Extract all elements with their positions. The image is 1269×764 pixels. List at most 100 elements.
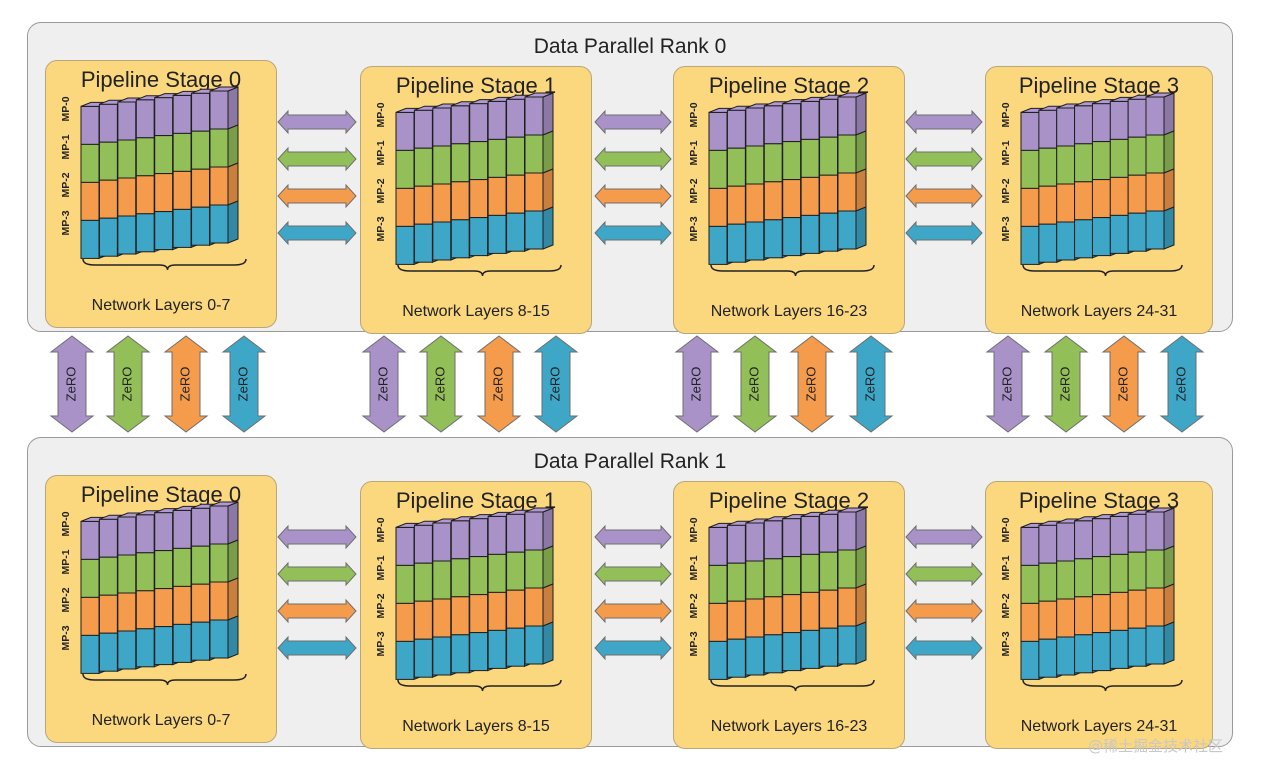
zero-label: ZeRO bbox=[862, 367, 877, 402]
layer-slab-side bbox=[1163, 621, 1175, 665]
zero-label: ZeRO bbox=[746, 367, 761, 402]
pipeline-transfer-arrow bbox=[277, 561, 357, 587]
layer-slab-top bbox=[1145, 507, 1175, 513]
layer-slab-top bbox=[837, 92, 867, 98]
zero-arrow bbox=[732, 335, 778, 433]
layer-stack bbox=[395, 92, 562, 277]
zero-label: ZeRO bbox=[803, 367, 818, 402]
layer-bracket bbox=[397, 679, 562, 692]
layer-stack bbox=[708, 92, 875, 277]
pipeline-transfer-arrow bbox=[277, 109, 357, 135]
layer-stack bbox=[708, 507, 875, 692]
stage-title: Pipeline Stage 0 bbox=[80, 67, 242, 92]
stage-title: Pipeline Stage 0 bbox=[80, 482, 242, 507]
pipeline-transfer-arrow bbox=[905, 109, 983, 135]
zero-label: ZeRO bbox=[432, 367, 447, 402]
layer-stack bbox=[395, 507, 562, 692]
network-layers-label: Network Layers 8-15 bbox=[402, 303, 550, 320]
network-layers-label: Network Layers 8-15 bbox=[402, 718, 550, 735]
pipeline-transfer-arrow bbox=[905, 561, 983, 587]
pipeline-transfer-arrow bbox=[594, 146, 672, 172]
layer-bracket bbox=[710, 264, 875, 277]
layer-bracket bbox=[82, 673, 247, 686]
stage-title: Pipeline Stage 3 bbox=[1018, 488, 1180, 513]
layer-slab-side bbox=[227, 200, 239, 244]
zero-arrow bbox=[1159, 335, 1205, 433]
zero-arrow bbox=[476, 335, 522, 433]
zero-arrow bbox=[789, 335, 835, 433]
layer-slab-side bbox=[542, 621, 554, 665]
stage-title: Pipeline Stage 2 bbox=[708, 73, 870, 98]
zero-label: ZeRO bbox=[688, 367, 703, 402]
zero-arrow bbox=[1101, 335, 1147, 433]
zero-arrow bbox=[985, 335, 1031, 433]
pipeline-transfer-arrow bbox=[277, 635, 357, 661]
zero-arrow bbox=[533, 335, 579, 433]
zero-label: ZeRO bbox=[1057, 367, 1072, 402]
pipeline-transfer-arrow bbox=[594, 524, 672, 550]
network-layers-label: Network Layers 16-23 bbox=[710, 718, 868, 735]
pipeline-transfer-arrow bbox=[905, 598, 983, 624]
network-layers-label: Network Layers 16-23 bbox=[710, 303, 868, 320]
zero-label: ZeRO bbox=[490, 367, 505, 402]
zero-arrow bbox=[163, 335, 209, 433]
network-layers-label: Network Layers 0-7 bbox=[91, 712, 231, 729]
zero-arrow bbox=[418, 335, 464, 433]
layer-stack bbox=[1020, 507, 1183, 692]
pipeline-transfer-arrow bbox=[905, 524, 983, 550]
pipeline-transfer-arrow bbox=[277, 146, 357, 172]
layer-bracket bbox=[1022, 264, 1183, 277]
zero-label: ZeRO bbox=[999, 367, 1014, 402]
pipeline-transfer-arrow bbox=[905, 183, 983, 209]
zero-label: ZeRO bbox=[119, 367, 134, 402]
pipeline-transfer-arrow bbox=[277, 598, 357, 624]
layer-slab-side bbox=[542, 206, 554, 250]
zero-label: ZeRO bbox=[177, 367, 192, 402]
zero-arrow bbox=[674, 335, 720, 433]
pipeline-transfer-arrow bbox=[277, 183, 357, 209]
pipeline-transfer-arrow bbox=[594, 635, 672, 661]
layer-slab-side bbox=[855, 621, 867, 665]
zero-label: ZeRO bbox=[375, 367, 390, 402]
layer-stack bbox=[1020, 92, 1183, 277]
watermark: @稀土掘金技术社区 bbox=[1087, 737, 1223, 755]
layer-bracket bbox=[82, 258, 247, 271]
layer-slab-side bbox=[1163, 206, 1175, 250]
layer-slab-top bbox=[209, 501, 239, 507]
pipeline-transfer-arrow bbox=[905, 220, 983, 246]
zero-arrow bbox=[1043, 335, 1089, 433]
layer-slab-top bbox=[524, 507, 554, 513]
pipeline-transfer-arrow bbox=[594, 183, 672, 209]
stage-title: Pipeline Stage 1 bbox=[395, 73, 557, 98]
layer-slab-top bbox=[837, 507, 867, 513]
zero-arrow bbox=[221, 335, 267, 433]
pipeline-transfer-arrow bbox=[594, 561, 672, 587]
pipeline-transfer-arrow bbox=[277, 524, 357, 550]
stage-title: Pipeline Stage 2 bbox=[708, 488, 870, 513]
network-layers-label: Network Layers 24-31 bbox=[1020, 303, 1178, 320]
layer-slab-side bbox=[855, 206, 867, 250]
zero-arrow bbox=[848, 335, 894, 433]
layer-bracket bbox=[710, 679, 875, 692]
network-layers-label: Network Layers 24-31 bbox=[1020, 718, 1178, 735]
zero-label: ZeRO bbox=[1115, 367, 1130, 402]
pipeline-transfer-arrow bbox=[594, 109, 672, 135]
zero-label: ZeRO bbox=[63, 367, 78, 402]
rank-title: Data Parallel Rank 1 bbox=[533, 450, 727, 473]
zero-label: ZeRO bbox=[1173, 367, 1188, 402]
layer-stack bbox=[80, 501, 247, 686]
zero-label: ZeRO bbox=[235, 367, 250, 402]
layer-slab-top bbox=[1145, 92, 1175, 98]
layer-slab-top bbox=[524, 92, 554, 98]
zero-arrow bbox=[49, 335, 95, 433]
layer-slab-top bbox=[209, 86, 239, 92]
layer-slab-side bbox=[227, 615, 239, 659]
